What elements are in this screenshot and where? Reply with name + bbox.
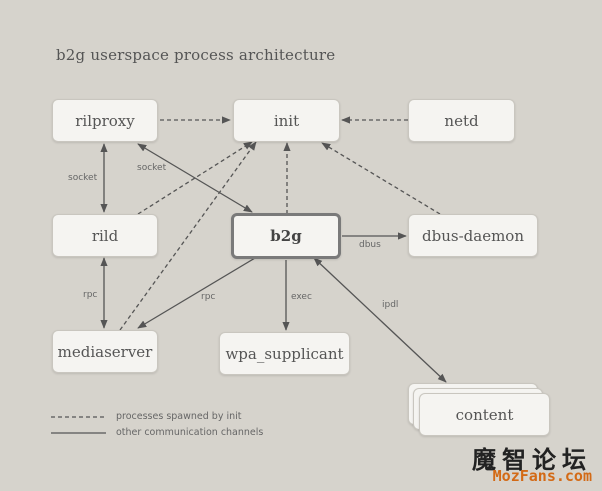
- legend-dashed-label: processes spawned by init: [116, 411, 242, 422]
- edge-label-exec: exec: [291, 292, 312, 302]
- node-wpa-supplicant-label: wpa_supplicant: [225, 344, 344, 363]
- edge-label-socket-right: socket: [137, 163, 167, 173]
- node-rild-label: rild: [91, 226, 119, 245]
- node-netd: netd: [408, 99, 515, 142]
- edge-label-dbus: dbus: [359, 240, 381, 250]
- node-dbus-daemon: dbus-daemon: [408, 214, 538, 257]
- edge-label-rpc-left: rpc: [83, 290, 98, 300]
- legend-solid-label: other communication channels: [116, 427, 264, 438]
- node-b2g-label: b2g: [270, 227, 302, 245]
- edge-label-rpc-b2g: rpc: [201, 292, 216, 302]
- node-dbus-daemon-label: dbus-daemon: [422, 226, 524, 245]
- watermark-site-text: MozFans.com: [492, 467, 592, 485]
- diagram-title: b2g userspace process architecture: [56, 46, 336, 64]
- node-wpa-supplicant: wpa_supplicant: [219, 332, 350, 375]
- node-netd-label: netd: [444, 111, 479, 130]
- node-init: init: [233, 99, 340, 142]
- edge-dbus-init: [321, 142, 441, 215]
- node-rilproxy: rilproxy: [52, 99, 158, 142]
- node-init-label: init: [273, 111, 300, 130]
- node-mediaserver: mediaserver: [52, 330, 158, 373]
- edge-mediaserver-init: [119, 141, 257, 331]
- edge-rilproxy-b2g: [137, 143, 253, 213]
- node-mediaserver-label: mediaserver: [57, 342, 153, 361]
- watermark-chinese-text: 魔智论坛: [472, 446, 592, 474]
- edge-b2g-mediaserver: [137, 257, 256, 329]
- site-watermark: 魔智论坛 MozFans.com: [448, 440, 598, 488]
- node-content-label: content: [455, 405, 514, 424]
- node-b2g: b2g: [231, 213, 341, 259]
- edge-label-ipdl: ipdl: [382, 300, 399, 310]
- node-rilproxy-label: rilproxy: [75, 111, 135, 130]
- node-content: content: [419, 393, 550, 436]
- edge-b2g-content: [313, 257, 447, 383]
- node-rild: rild: [52, 214, 158, 257]
- edge-label-socket-left: socket: [68, 173, 98, 183]
